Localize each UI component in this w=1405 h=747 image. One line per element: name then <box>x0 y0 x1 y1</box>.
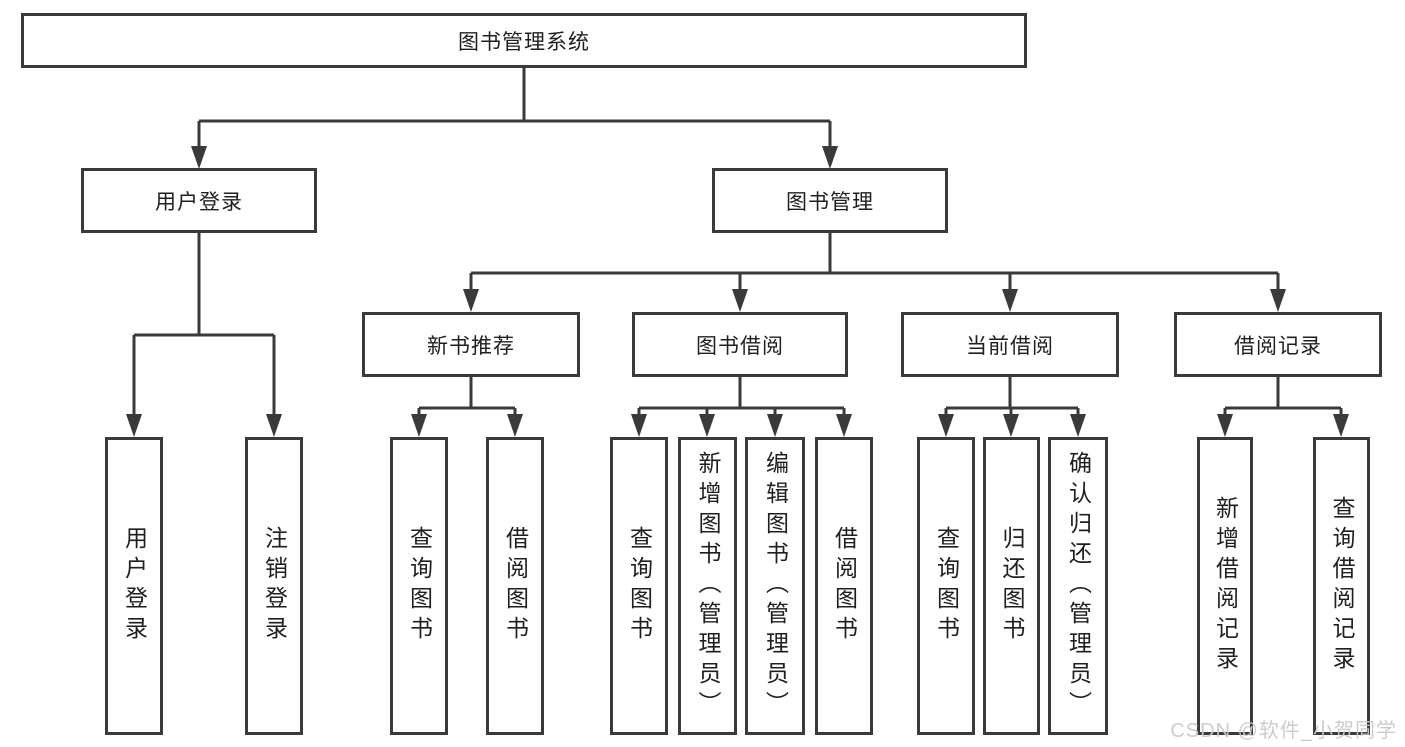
leaf-bb-borrow-books: 借阅图书 <box>815 437 873 735</box>
node-book-borrow: 图书借阅 <box>632 312 848 377</box>
node-borrow-records-label: 借阅记录 <box>1234 334 1322 358</box>
node-book-borrow-label: 图书借阅 <box>696 334 784 358</box>
leaf-br-query-record: 查询借阅记录 <box>1313 437 1370 735</box>
leaf-nb-query-books-label: 查询图书 <box>406 526 433 646</box>
node-user-login: 用户登录 <box>81 168 317 233</box>
node-book-management: 图书管理 <box>712 168 948 233</box>
leaf-nb-borrow-books-label: 借阅图书 <box>502 526 529 646</box>
leaf-cb-query-books: 查询图书 <box>917 437 975 735</box>
node-book-management-label: 图书管理 <box>786 190 874 214</box>
csdn-watermark: CSDN @软件_小贺同学 <box>1170 720 1397 742</box>
leaf-br-add-record: 新增借阅记录 <box>1197 437 1253 735</box>
leaf-logout: 注销登录 <box>245 437 303 735</box>
leaf-nb-borrow-books: 借阅图书 <box>486 437 544 735</box>
node-root-label: 图书管理系统 <box>458 30 590 54</box>
leaf-br-query-record-label: 查询借阅记录 <box>1329 496 1355 676</box>
leaf-user-login: 用户登录 <box>105 437 163 735</box>
leaf-cb-confirm-return-label: 确认归还（管理员） <box>1065 451 1092 721</box>
leaf-bb-edit-books: 编辑图书（管理员） <box>745 437 805 735</box>
leaf-user-login-label: 用户登录 <box>121 526 148 646</box>
leaf-cb-return-books-label: 归还图书 <box>999 526 1025 646</box>
leaf-bb-query-books-label: 查询图书 <box>626 526 653 646</box>
node-root: 图书管理系统 <box>21 13 1027 68</box>
leaf-cb-query-books-label: 查询图书 <box>933 526 960 646</box>
leaf-nb-query-books: 查询图书 <box>390 437 448 735</box>
leaf-bb-borrow-books-label: 借阅图书 <box>831 526 858 646</box>
node-current-borrow-label: 当前借阅 <box>966 334 1054 358</box>
node-borrow-records: 借阅记录 <box>1174 312 1382 377</box>
node-user-login-label: 用户登录 <box>155 190 243 214</box>
leaf-bb-query-books: 查询图书 <box>610 437 668 735</box>
leaf-cb-return-books: 归还图书 <box>983 437 1040 735</box>
node-new-book-recommend-label: 新书推荐 <box>427 334 515 358</box>
node-current-borrow: 当前借阅 <box>901 312 1119 377</box>
leaf-bb-add-books-label: 新增图书（管理员） <box>695 451 721 721</box>
leaf-bb-edit-books-label: 编辑图书（管理员） <box>762 451 789 721</box>
leaf-logout-label: 注销登录 <box>261 526 288 646</box>
leaf-cb-confirm-return: 确认归还（管理员） <box>1048 437 1108 735</box>
node-new-book-recommend: 新书推荐 <box>362 312 580 377</box>
leaf-bb-add-books: 新增图书（管理员） <box>678 437 737 735</box>
leaf-br-add-record-label: 新增借阅记录 <box>1212 496 1239 676</box>
